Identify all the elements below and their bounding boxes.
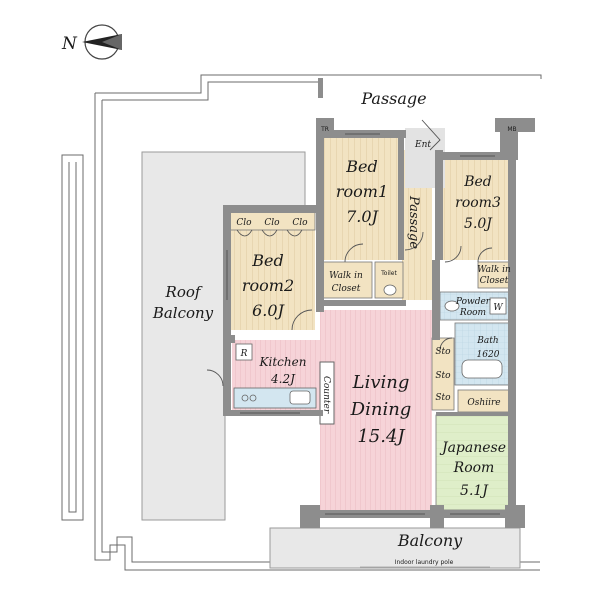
roof-balcony-line1: Roof bbox=[165, 283, 203, 301]
powder-line1: Powder bbox=[455, 297, 491, 307]
bedroom1-line2: room1 bbox=[336, 182, 388, 201]
doors bbox=[206, 119, 493, 387]
bedroom1-line1: Bed bbox=[345, 157, 377, 176]
passage-top-label: Passage bbox=[360, 89, 426, 108]
balcony-area bbox=[269, 527, 521, 569]
bath-line2: 1620 bbox=[477, 350, 500, 360]
japanese-room-line2: Room bbox=[453, 460, 495, 476]
bedroom3-line3: 5.0J bbox=[464, 216, 493, 232]
japanese-room-line3: 5.1J bbox=[460, 483, 489, 499]
washer-label: W bbox=[493, 303, 503, 313]
bedroom3-floor bbox=[443, 160, 508, 260]
passage-mid-label: Passage bbox=[406, 195, 421, 249]
compass: N bbox=[61, 24, 122, 60]
bedroom3-line2: room3 bbox=[455, 195, 501, 211]
japanese-room-floor bbox=[435, 414, 514, 511]
compass-north-label: N bbox=[61, 34, 78, 54]
closet2-label: Clo bbox=[264, 218, 280, 228]
sink bbox=[289, 390, 311, 405]
bath-line1: Bath bbox=[476, 336, 498, 346]
living-floor bbox=[320, 310, 432, 510]
bedroom1-floor bbox=[322, 138, 402, 260]
counter-label: Counter bbox=[321, 376, 331, 414]
stove-burner bbox=[241, 394, 249, 402]
oshiire-label: Oshiire bbox=[467, 398, 500, 408]
toilet-label: Toilet bbox=[380, 270, 397, 277]
japanese-room-line1: Japanese bbox=[439, 440, 506, 456]
powder-line2: Room bbox=[459, 308, 486, 318]
bedroom1-line3: 7.0J bbox=[346, 207, 379, 226]
washbasin bbox=[444, 300, 460, 312]
storage3-label: Sto bbox=[435, 393, 451, 403]
closet3-label: Clo bbox=[292, 218, 308, 228]
walkin1-line1: Walk in bbox=[329, 271, 363, 281]
mb-label: MB bbox=[507, 126, 516, 133]
storage1-label: Sto bbox=[435, 347, 451, 357]
walkin1-floor bbox=[319, 261, 373, 299]
living-line3: 15.4J bbox=[357, 426, 406, 447]
bathtub bbox=[461, 359, 503, 379]
stove-burner bbox=[249, 394, 257, 402]
toilet-bowl bbox=[383, 284, 397, 296]
entrance-label: Ent bbox=[414, 140, 431, 150]
bedroom2-line1: Bed bbox=[251, 251, 283, 270]
windows bbox=[226, 133, 500, 515]
living-line1: Living bbox=[352, 372, 410, 393]
living-line2: Dining bbox=[350, 399, 412, 420]
storage-floor bbox=[431, 337, 455, 411]
fridge-space bbox=[235, 343, 253, 361]
walkin2-line2: Closet bbox=[480, 276, 509, 286]
fridge-label: R bbox=[240, 349, 248, 359]
kitchen-line2: 4.2J bbox=[270, 372, 296, 386]
laundry-pole-label: Indoor laundry pole bbox=[395, 559, 454, 566]
site-outline bbox=[61, 74, 542, 571]
closet1-label: Clo bbox=[236, 218, 252, 228]
closet-door-marks bbox=[236, 229, 303, 237]
tr-label: TR bbox=[320, 126, 329, 133]
counter bbox=[319, 361, 335, 425]
kitchen-line1: Kitchen bbox=[259, 355, 307, 369]
bedroom2-line3: 6.0J bbox=[252, 301, 285, 320]
balcony-label: Balcony bbox=[397, 531, 463, 550]
walkin1-line2: Closet bbox=[332, 284, 361, 294]
walkin2-line1: Walk in bbox=[477, 265, 511, 275]
bedroom3-line1: Bed bbox=[463, 174, 492, 190]
roof-balcony-line2: Balcony bbox=[152, 304, 214, 322]
storage2-label: Sto bbox=[435, 371, 451, 381]
bedroom2-line2: room2 bbox=[242, 276, 294, 295]
washer-space bbox=[489, 297, 507, 315]
